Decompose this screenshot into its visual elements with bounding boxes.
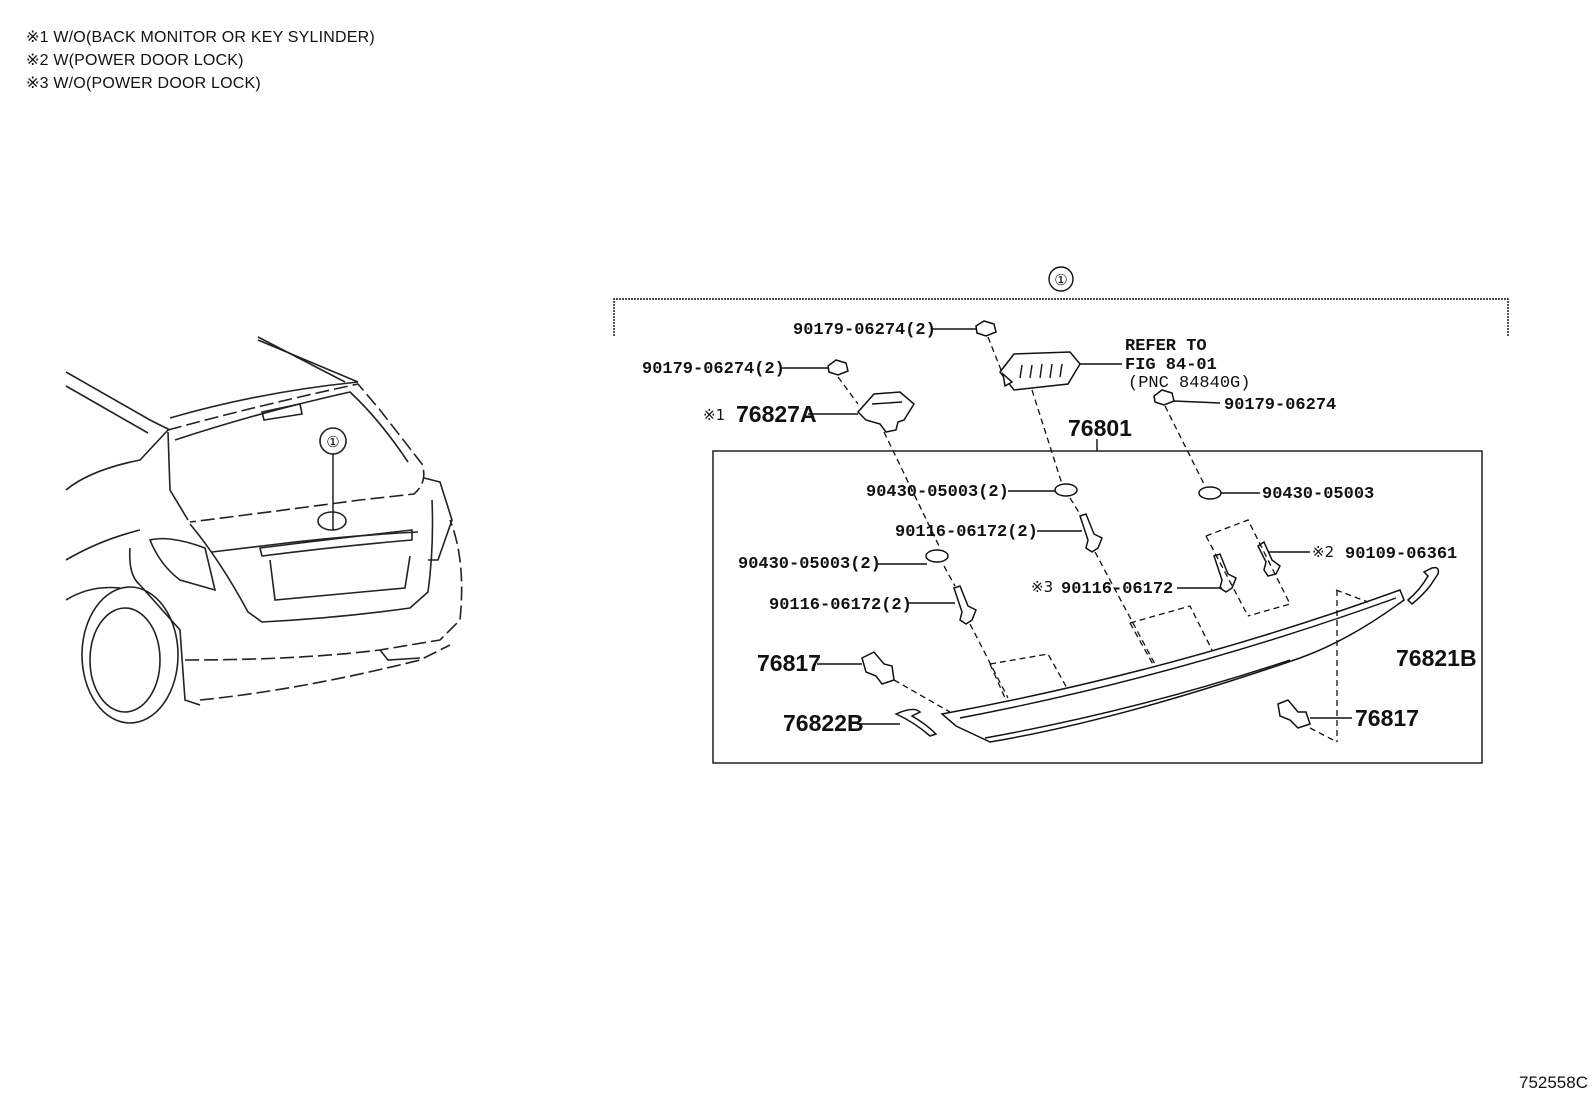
label-washer-right: 90430-05003 [1262,485,1374,504]
assembly-bracket: ① [613,266,1509,336]
car-illustration: ① [65,336,463,724]
label-clip-right: 76817 [1355,705,1419,731]
screw-left-icon [953,585,977,625]
label-nut-top: 90179-06274(2) [793,321,936,340]
label-76822B: 76822B [783,710,864,736]
label-screw-right: 90109-06361 [1345,545,1457,564]
washer-left-icon [925,549,949,563]
back-door-garnish-bar [940,589,1405,743]
label-screw-left: 90116-06172(2) [769,596,912,615]
washer-right-icon [1198,486,1222,500]
clip-left-icon [861,651,895,685]
label-nut-left: 90179-06274(2) [642,360,785,379]
note-3: ※3 W/O(POWER DOOR LOCK) [26,75,261,92]
back-camera-icon [856,391,915,433]
label-nut-right: 90179-06274 [1224,396,1336,415]
refer-note: REFER TO FIG 84-01 (PNC 84840G) [1075,337,1250,393]
nut-top-icon [975,320,997,337]
refer-line-2: FIG 84-01 [1125,356,1217,375]
label-washer-center: 90430-05003(2) [866,483,1009,502]
note-2: ※2 W(POWER DOOR LOCK) [26,52,244,69]
end-cap-left-icon [894,708,938,737]
refer-line-1: REFER TO [1125,337,1207,356]
camera-condition-mark: ※1 [703,406,725,424]
screw-center-icon [1079,513,1103,553]
clip-right-icon [1277,699,1311,729]
note-1: ※1 W/O(BACK MONITOR OR KEY SYLINDER) [26,29,375,46]
assembly-callout-marker: ① [1054,271,1067,289]
label-clip-left: 76817 [757,650,821,676]
label-washer-left: 90430-05003(2) [738,555,881,574]
car-callout-marker: ① [326,433,339,451]
label-76827A: 76827A [736,401,817,427]
label-screw-mid: 90116-06172 [1061,580,1173,599]
notes-block: ※1 W/O(BACK MONITOR OR KEY SYLINDER) ※2 … [26,26,375,95]
label-76801: 76801 [1068,415,1132,441]
diagram-id: 752558C [1518,1073,1588,1092]
label-76821B: 76821B [1396,645,1477,671]
end-cap-right-icon [1406,566,1440,606]
nut-left-icon [827,359,849,376]
screw-right-icon [1257,540,1281,577]
door-lock-module-icon [999,351,1081,391]
label-screw-center: 90116-06172(2) [895,523,1038,542]
washer-center-icon [1054,483,1078,497]
screw-mid-condition-mark: ※3 [1031,578,1053,596]
refer-line-3: (PNC 84840G) [1128,374,1250,393]
screw-right-condition-mark: ※2 [1312,543,1334,561]
